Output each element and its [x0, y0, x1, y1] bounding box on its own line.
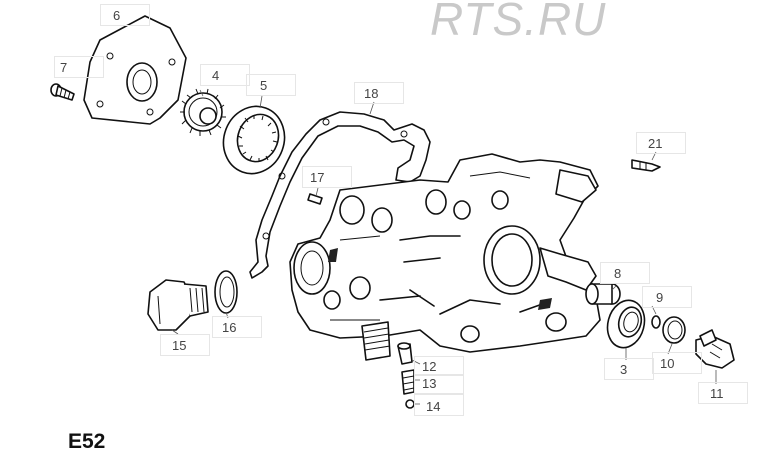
part-13-spring — [401, 369, 415, 395]
callout-5: 5 — [260, 78, 268, 93]
callout-box-4 — [200, 64, 250, 86]
callout-box-21 — [636, 132, 686, 154]
part-21-pin — [631, 159, 661, 172]
part-3-seal — [606, 299, 646, 349]
callout-box-14 — [414, 394, 464, 416]
callout-6: 6 — [113, 8, 121, 23]
part-11-plug — [695, 329, 735, 369]
callout-14: 14 — [426, 399, 441, 414]
callout-box-8 — [600, 262, 650, 284]
part-18-gasket — [249, 111, 431, 279]
relief-spring — [361, 321, 391, 361]
callout-box-15 — [160, 334, 210, 356]
callout-box-6 — [100, 4, 150, 26]
part-17-dowel — [307, 193, 323, 205]
callout-box-5 — [246, 74, 296, 96]
part-6-cover-plate — [83, 15, 187, 125]
part-8-sleeve — [585, 283, 621, 305]
callout-17: 17 — [310, 170, 325, 185]
part-9-ring — [651, 315, 661, 329]
callout-box-13 — [414, 374, 464, 394]
part-15-plug — [147, 279, 209, 331]
callout-box-16 — [212, 316, 262, 338]
callout-box-10 — [652, 352, 702, 374]
callout-18: 18 — [364, 86, 379, 101]
part-12-plunger — [397, 342, 413, 365]
callout-16: 16 — [222, 320, 237, 335]
callout-box-7 — [54, 56, 104, 78]
callout-box-3 — [604, 358, 654, 380]
part-16-washer — [214, 270, 238, 314]
callout-box-17 — [302, 166, 352, 188]
callout-4: 4 — [212, 68, 220, 83]
callout-box-18 — [354, 82, 404, 104]
callout-15: 15 — [172, 338, 187, 353]
callout-box-12 — [414, 356, 464, 376]
part-10-washer — [662, 316, 686, 344]
callout-7: 7 — [60, 60, 68, 75]
oil-pump-housing — [289, 153, 601, 353]
callout-8: 8 — [614, 266, 622, 281]
callout-9: 9 — [656, 290, 664, 305]
callout-10: 10 — [660, 356, 675, 371]
part-14-ball — [405, 399, 415, 409]
callout-13: 13 — [422, 376, 437, 391]
part-7-bolt — [50, 83, 75, 101]
callout-3: 3 — [620, 362, 628, 377]
callout-box-11 — [698, 382, 748, 404]
callout-21: 21 — [648, 136, 663, 151]
diagram-code-label: E52 — [68, 430, 106, 453]
callout-12: 12 — [422, 359, 437, 374]
callout-11: 11 — [710, 386, 724, 401]
part-5-ring-gear — [222, 105, 286, 175]
watermark-text: RTS.RU — [430, 0, 607, 45]
callout-box-9 — [642, 286, 692, 308]
part-4-gear — [180, 88, 226, 136]
